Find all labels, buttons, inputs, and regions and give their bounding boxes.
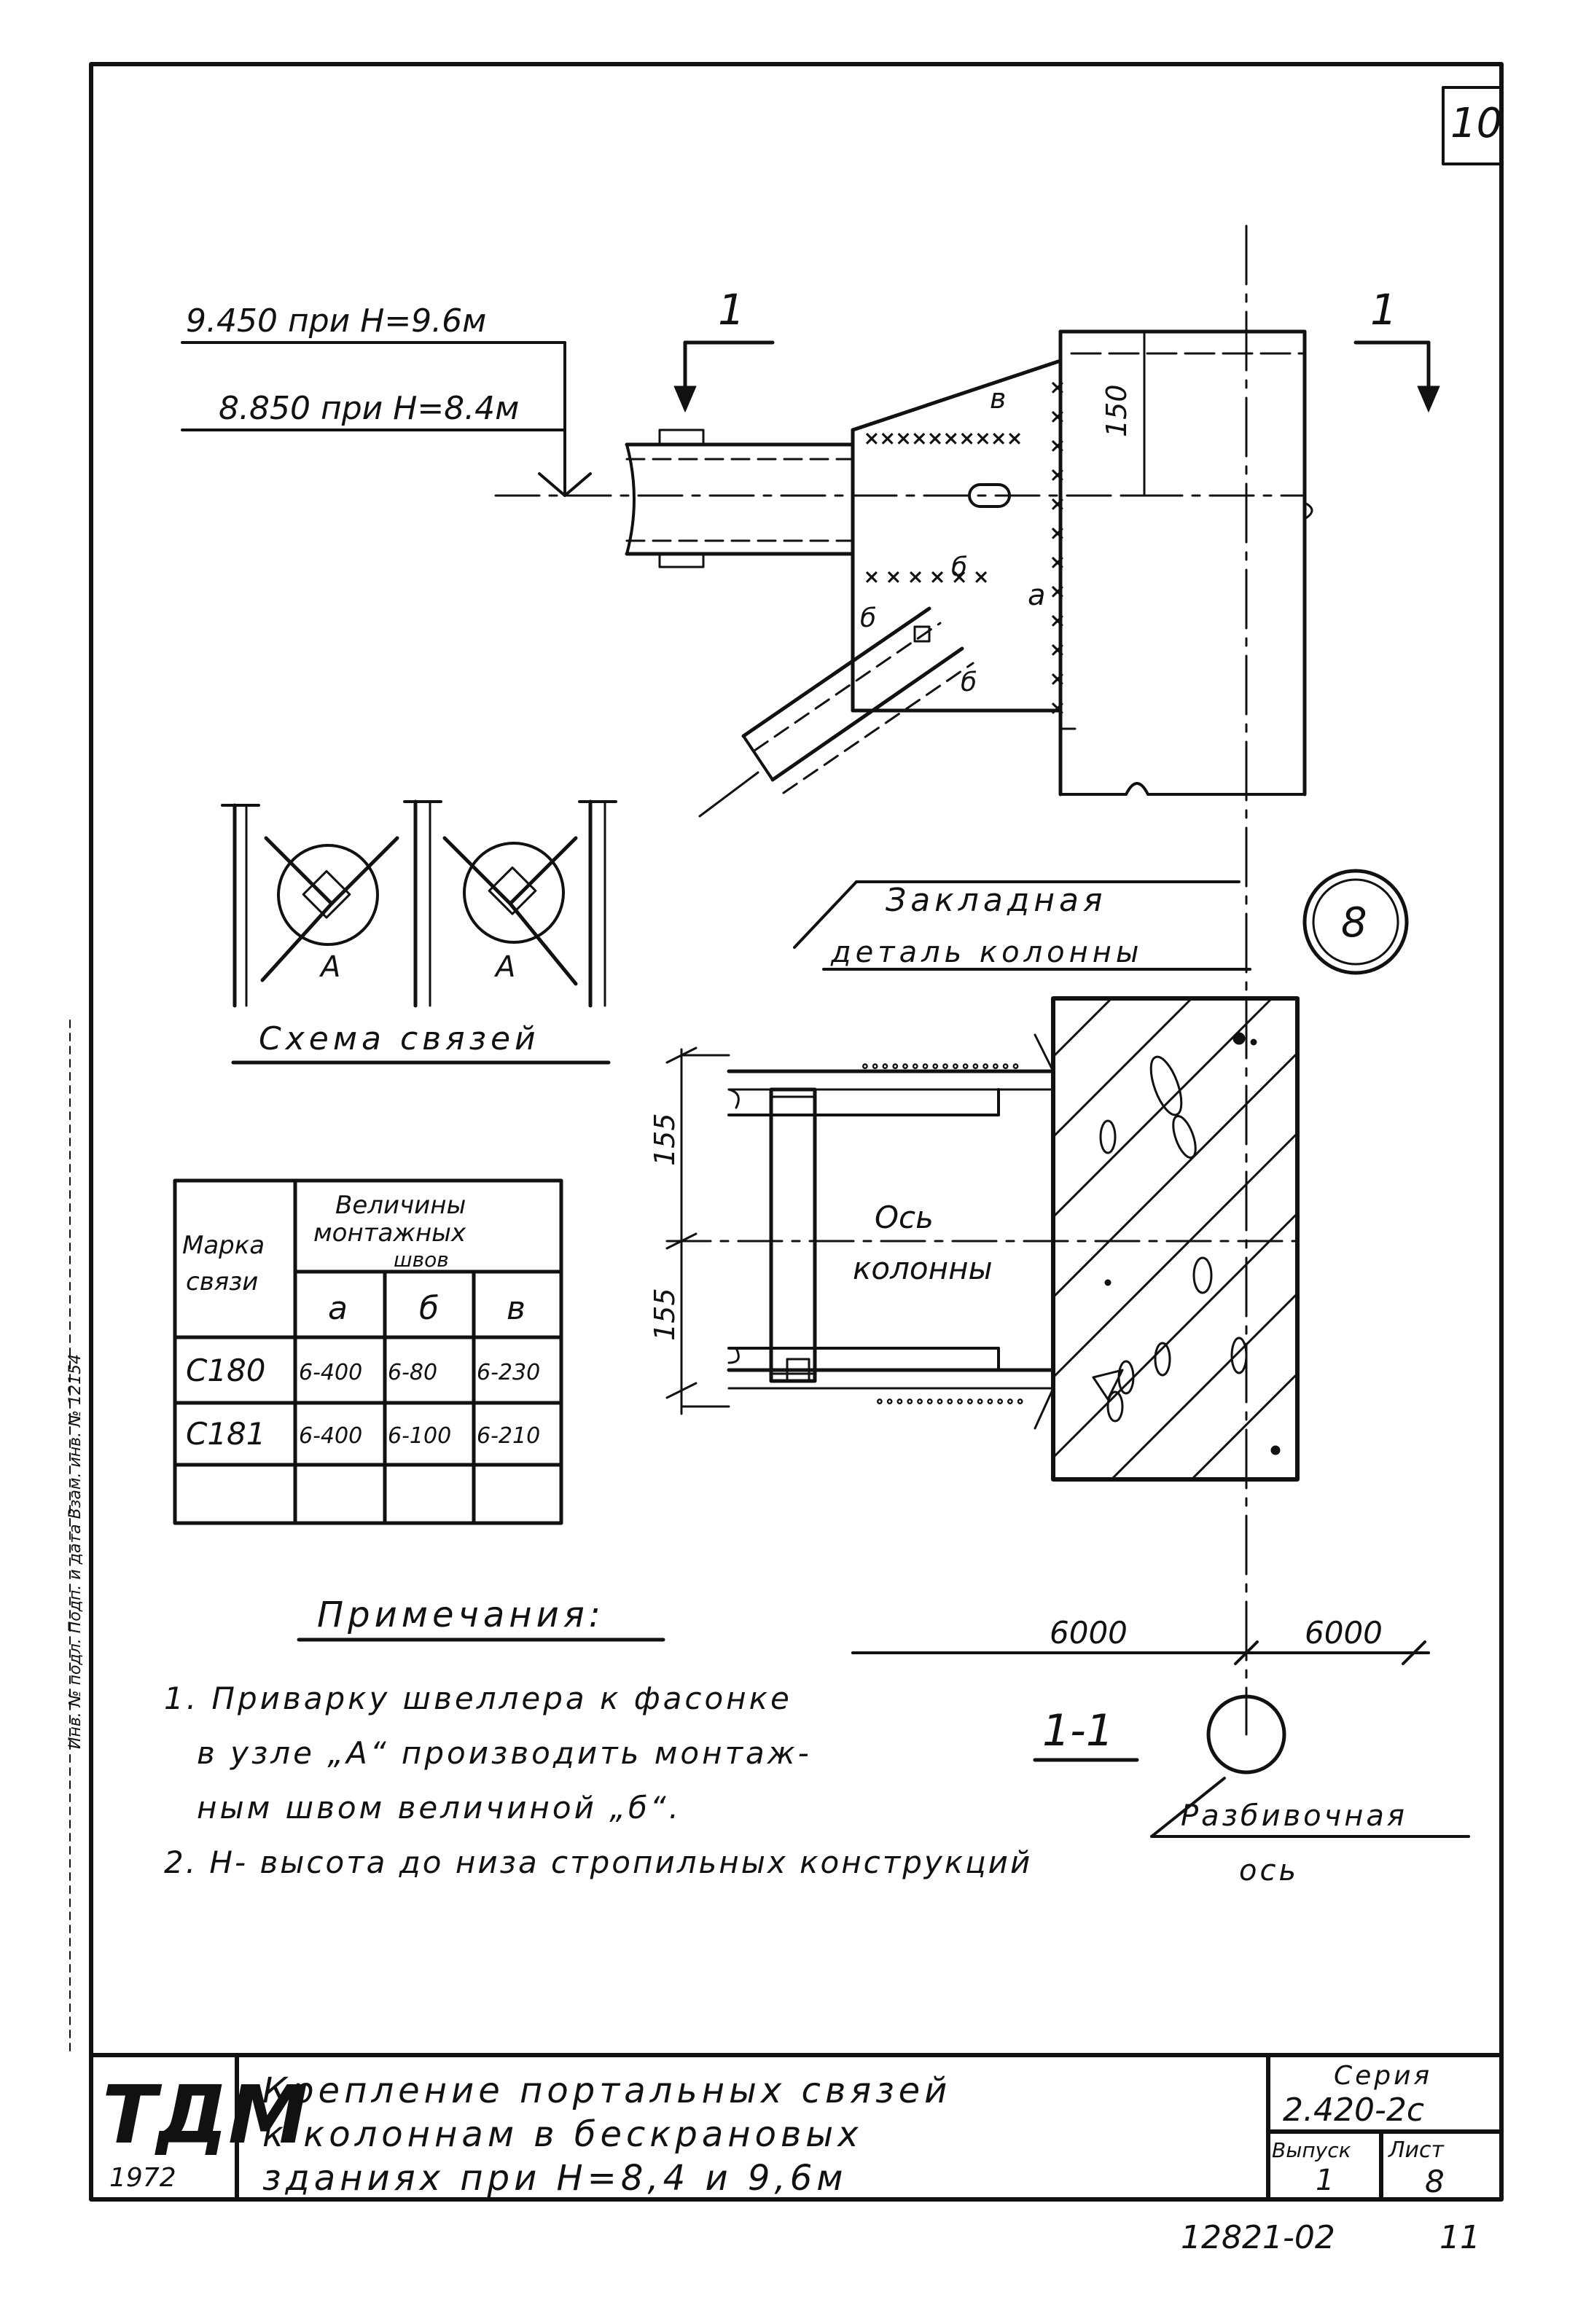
svg-text:×: × — [1050, 435, 1066, 457]
column-axis-label-2: колонны — [853, 1251, 993, 1286]
table-col-a: а — [328, 1290, 348, 1327]
section-mark-left: 1 — [718, 285, 745, 334]
svg-text:× × × × × ×: × × × × × × — [864, 566, 989, 588]
table-row-1-a: 6-400 — [299, 1360, 362, 1385]
weld-table: Марка связи Величины монтажных швов а б … — [182, 1191, 540, 1452]
weld-mark-v: в — [990, 383, 1006, 415]
dimension-150: 150 — [1101, 384, 1133, 437]
grid-axis-label-1: Разбивочная — [1181, 1799, 1407, 1833]
series-value: 2.420-2с — [1283, 2092, 1424, 2129]
table-row-2-mark: С181 — [186, 1416, 266, 1452]
drawing-frame — [89, 62, 1504, 2202]
embedded-label-line-1: Закладная — [886, 882, 1106, 919]
bracing-scheme — [221, 799, 617, 1065]
svg-text:×: × — [1050, 697, 1066, 719]
note-2: 2. Н- высота до низа стропильных констру… — [164, 1844, 1032, 1880]
svg-text:∘∘∘∘∘∘∘∘∘∘∘∘∘∘∘∘: ∘∘∘∘∘∘∘∘∘∘∘∘∘∘∘∘ — [860, 1057, 1020, 1076]
table-row-1-v: 6-230 — [477, 1360, 540, 1385]
sheet-number: 10 — [1450, 100, 1503, 147]
svg-text:×: × — [1050, 610, 1066, 632]
weld-mark-b-left: б — [860, 603, 876, 633]
node-label-left: А — [319, 950, 340, 984]
title-line-2: к колоннам в бескрановых — [262, 2114, 863, 2155]
section-mark-right: 1 — [1370, 285, 1397, 334]
elevation-label-1: 9.450 при Н=9.6м — [186, 302, 486, 340]
elevation-label-2: 8.850 при Н=8.4м — [219, 390, 519, 427]
note-1-line-2: в узле „А“ производить монтаж- — [197, 1735, 812, 1771]
sheet-number-box — [1442, 86, 1503, 165]
grid-axis — [1150, 1694, 1470, 1838]
svg-text:×: × — [1050, 406, 1066, 428]
embedded-detail: ∘∘∘∘∘∘∘∘∘∘∘∘∘∘∘∘ ∘∘∘∘∘∘∘∘∘∘∘∘∘∘∘ — [665, 869, 1409, 1482]
sheet-label: Лист — [1388, 2137, 1445, 2163]
span-dimension — [851, 1640, 1430, 1665]
svg-text:∘∘∘∘∘∘∘∘∘∘∘∘∘∘∘: ∘∘∘∘∘∘∘∘∘∘∘∘∘∘∘ — [875, 1393, 1025, 1411]
column-axis-label-1: Ось — [875, 1200, 934, 1235]
bottom-code: 12821-02 — [1181, 2219, 1335, 2256]
node-label-right: А — [493, 950, 515, 984]
svg-text:××××××××××: ×××××××××× — [864, 428, 1023, 450]
table-row-1-b: 6-80 — [388, 1360, 437, 1385]
title-block-grid — [89, 2053, 1504, 2202]
table-header-mark-2: связи — [186, 1267, 258, 1296]
embedded-label-line-2: деталь колонны — [830, 936, 1144, 969]
title-line-1: Крепление портальных связей — [262, 2070, 951, 2111]
issue-label: Выпуск — [1272, 2138, 1351, 2162]
table-row-2-a: 6-400 — [299, 1423, 362, 1449]
dimension-155-lower: 155 — [649, 1288, 681, 1341]
weld-mark-b-mid: б — [961, 668, 977, 697]
svg-text:×: × — [1050, 581, 1066, 603]
weld-table-grid — [173, 1178, 563, 1525]
margin-stamp: Инв. № подл. Подп. и дата Взам. инв. № 1… — [66, 1354, 85, 1749]
svg-text:×: × — [1050, 523, 1066, 544]
svg-text:×: × — [1050, 552, 1066, 574]
section-label: 1-1 — [1042, 1705, 1114, 1756]
sheet-value: 8 — [1425, 2164, 1445, 2199]
svg-text:×: × — [1050, 668, 1066, 690]
title-block-logo: ТДМ — [102, 2068, 308, 2161]
title-line-3: зданиях при Н=8,4 и 9,6м — [262, 2158, 847, 2199]
grid-axis-label-2: ось — [1239, 1854, 1299, 1887]
table-header-group-1: Величины — [335, 1191, 466, 1220]
weld-mark-b-top: б — [951, 552, 967, 582]
table-row-2-b: 6-100 — [388, 1423, 451, 1449]
svg-text:×: × — [1050, 377, 1066, 399]
table-col-b: б — [419, 1290, 439, 1327]
issue-value: 1 — [1316, 2164, 1334, 2197]
table-header-group-2: монтажных — [313, 1218, 466, 1248]
svg-text:×: × — [1050, 493, 1066, 515]
table-row-2-v: 6-210 — [477, 1423, 540, 1449]
span-left: 6000 — [1050, 1615, 1128, 1651]
bottom-page: 11 — [1439, 2219, 1480, 2256]
note-1-line-1: 1. Приварку швеллера к фасонке — [164, 1681, 792, 1716]
table-header-mark-1: Марка — [182, 1231, 265, 1260]
bracing-scheme-title: Схема связей — [259, 1020, 540, 1057]
table-row-1-mark: С180 — [186, 1353, 266, 1388]
series-label: Серия — [1334, 2061, 1432, 2091]
detail-number: 8 — [1341, 899, 1367, 947]
table-header-group-3: швов — [394, 1248, 449, 1272]
span-right: 6000 — [1305, 1615, 1383, 1651]
top-detail: ×××××××××× × × × × × × × × × × × × × × × × × × — [181, 329, 1440, 818]
notes-heading: Примечания: — [317, 1595, 605, 1635]
svg-text:×: × — [1050, 639, 1066, 661]
svg-text:×: × — [1050, 464, 1066, 486]
note-1-line-3: ным швом величиной „б“. — [197, 1790, 681, 1826]
weld-mark-a: а — [1028, 579, 1046, 612]
dimension-155-upper: 155 — [649, 1113, 681, 1166]
title-block-year: 1972 — [109, 2163, 176, 2193]
table-col-v: в — [507, 1290, 526, 1327]
